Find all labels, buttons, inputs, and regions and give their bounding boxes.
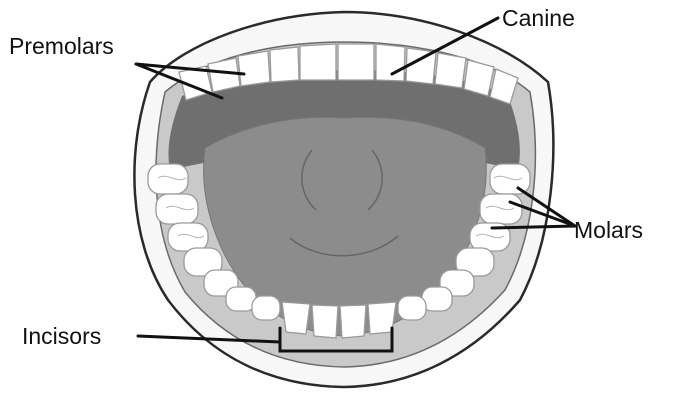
premolars-label: Premolars [9,33,114,59]
lower-tooth [252,296,280,320]
upper-tooth [464,60,494,96]
upper-tooth [270,47,299,82]
canine-label: Canine [502,5,575,31]
incisor-tooth [282,302,310,334]
upper-tooth [338,44,374,80]
upper-tooth [238,51,270,86]
lower-tooth [480,194,522,224]
incisor-tooth [340,305,366,338]
lower-tooth [398,296,426,320]
upper-tooth [300,44,336,80]
upper-tooth [435,53,466,88]
molars-label: Molars [574,217,643,243]
upper-tooth [208,58,240,92]
upper-tooth [376,44,405,81]
incisor-tooth [312,305,338,338]
incisors-label: Incisors [22,323,101,349]
lower-tooth [148,164,188,194]
